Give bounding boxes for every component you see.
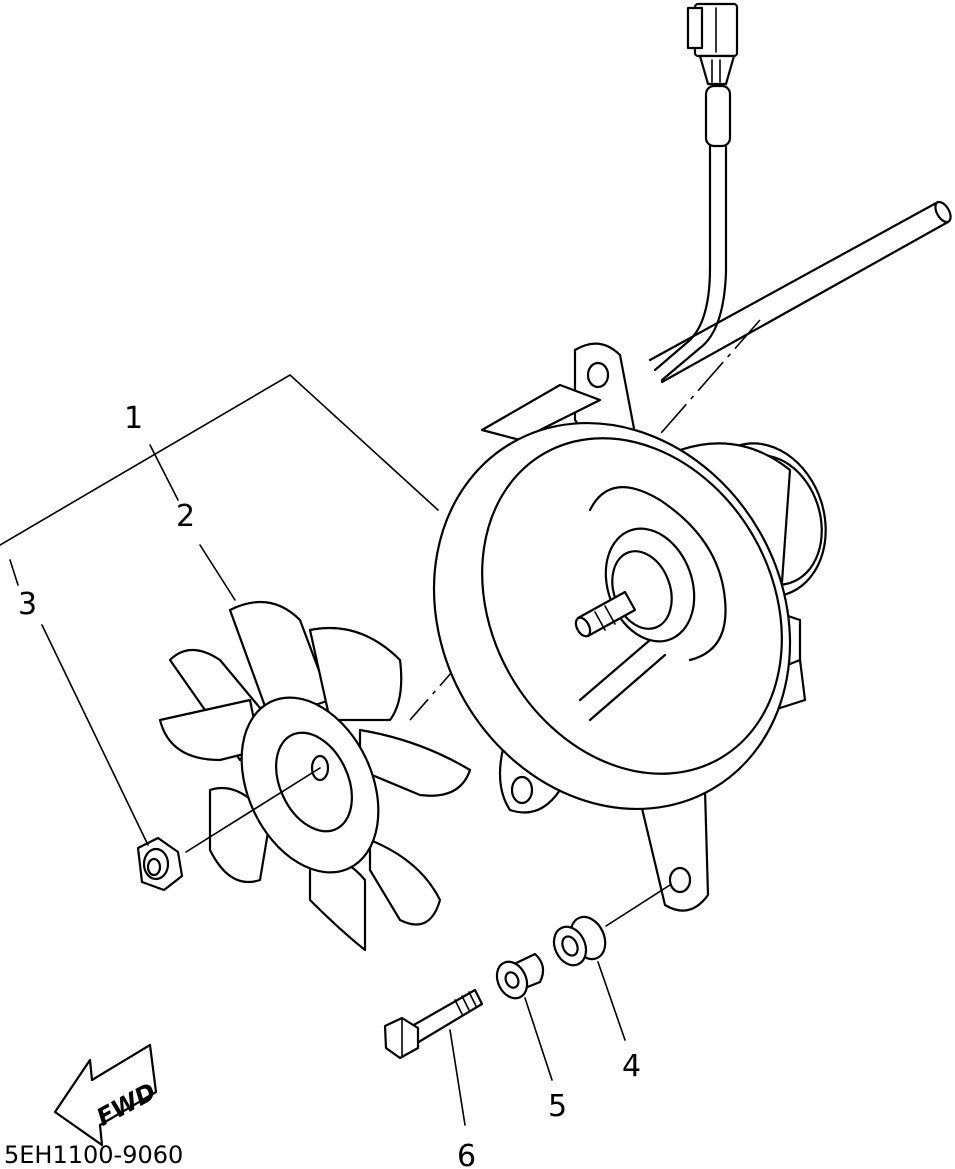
callout-6: 6: [457, 1139, 476, 1169]
fwd-arrow-icon: FWD: [53, 1043, 161, 1147]
fan-shroud: [432, 342, 807, 912]
callout-1: 1: [124, 401, 143, 436]
callout-2: 2: [176, 499, 195, 534]
grommet: [552, 915, 607, 967]
center-axis-line: [409, 319, 761, 721]
blade-axis-line: [185, 767, 321, 853]
diagram-code: 5EH1100-9060: [4, 1141, 183, 1169]
wire-harness: [653, 2, 739, 382]
callout-4: 4: [622, 1049, 641, 1084]
grommet-axis-line: [605, 884, 671, 927]
mounting-rod: [648, 200, 952, 384]
bolt: [383, 988, 484, 1060]
connector-plug: [686, 2, 739, 86]
nut: [136, 836, 184, 892]
collar: [495, 952, 545, 1000]
leader-lines: [0, 374, 626, 1126]
fan-blade: [158, 600, 472, 952]
callout-5: 5: [548, 1089, 567, 1124]
callout-3: 3: [18, 587, 37, 622]
